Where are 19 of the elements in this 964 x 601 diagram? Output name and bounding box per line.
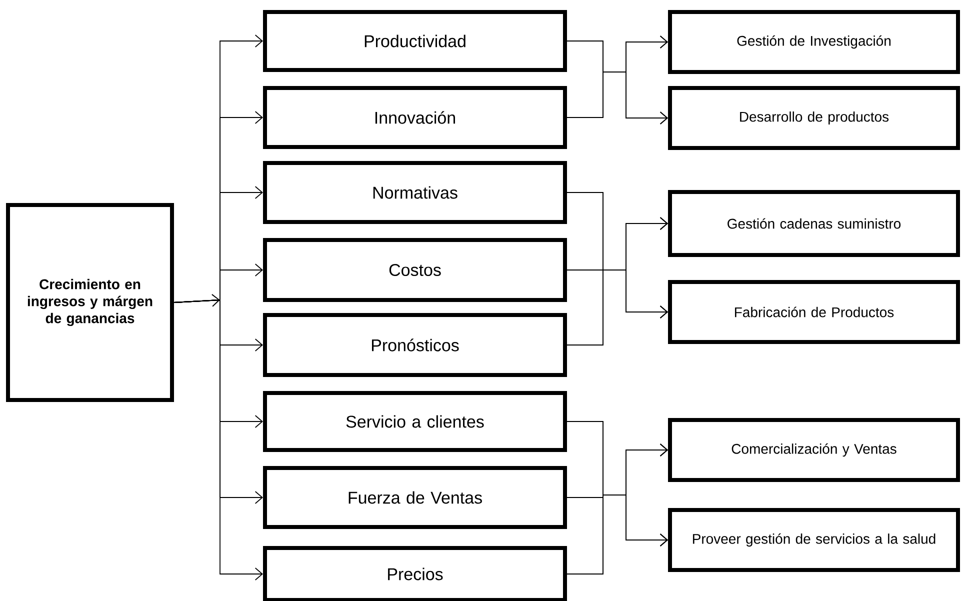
box: Crecimiento en ingresos y márgen de ganancias	[6, 203, 174, 402]
box: Innovación	[263, 86, 567, 149]
box: Costos	[263, 238, 567, 302]
arrow	[566, 494, 668, 574]
box: Fabricación de Productos	[668, 280, 960, 344]
box: Fuerza de Ventas	[263, 466, 567, 529]
box: Desarrollo de productos	[668, 86, 960, 150]
box: Comercialización y Ventas	[668, 418, 960, 482]
box: Productividad	[263, 10, 567, 72]
box: Gestión cadenas suministro	[668, 190, 960, 257]
arrow	[566, 270, 668, 346]
arrow	[174, 300, 263, 580]
box: Proveer gestión de servicios a la salud	[668, 508, 960, 572]
box: Precios	[263, 546, 567, 601]
box: Pronósticos	[263, 313, 567, 377]
box: Normativas	[263, 161, 567, 224]
arrow	[566, 72, 668, 124]
box: Servicio a clientes	[263, 391, 567, 452]
box: Gestión de Investigación	[668, 10, 960, 74]
